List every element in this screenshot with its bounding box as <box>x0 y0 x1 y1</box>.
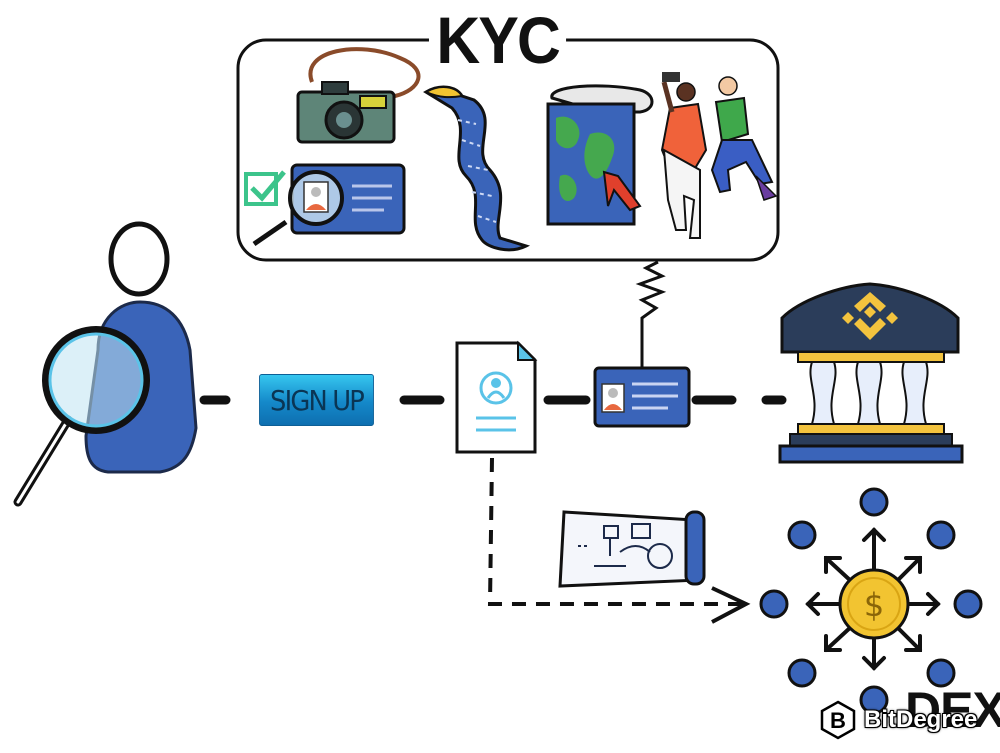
svg-text:B: B <box>830 708 846 733</box>
arrow-head-icon <box>711 586 751 624</box>
blueprint-icon <box>558 510 706 588</box>
watermark: B BitDegree <box>818 697 996 743</box>
bitdegree-logo-icon: B <box>820 700 856 740</box>
id-card-check-icon <box>244 163 406 247</box>
user-search-icon <box>13 221 198 507</box>
coin-icon: $ <box>838 568 910 640</box>
svg-text:$: $ <box>864 586 884 624</box>
checkmark-icon <box>250 170 286 202</box>
bank-icon <box>778 282 964 464</box>
camera-icon <box>296 47 421 144</box>
people-icon <box>660 72 778 239</box>
dex-connector <box>487 457 742 606</box>
bubble-connector <box>635 260 667 368</box>
scroll-icon <box>423 85 531 252</box>
dex-network-icon: $ <box>759 487 983 715</box>
dex-label: DEX <box>905 682 1000 738</box>
id-card-icon <box>593 366 691 428</box>
sign-up-button[interactable]: SIGN UP <box>259 374 374 426</box>
watermark-text: BitDegree <box>864 706 978 733</box>
page-title: KYC <box>0 0 998 80</box>
map-icon <box>546 84 654 226</box>
document-icon <box>455 340 538 454</box>
